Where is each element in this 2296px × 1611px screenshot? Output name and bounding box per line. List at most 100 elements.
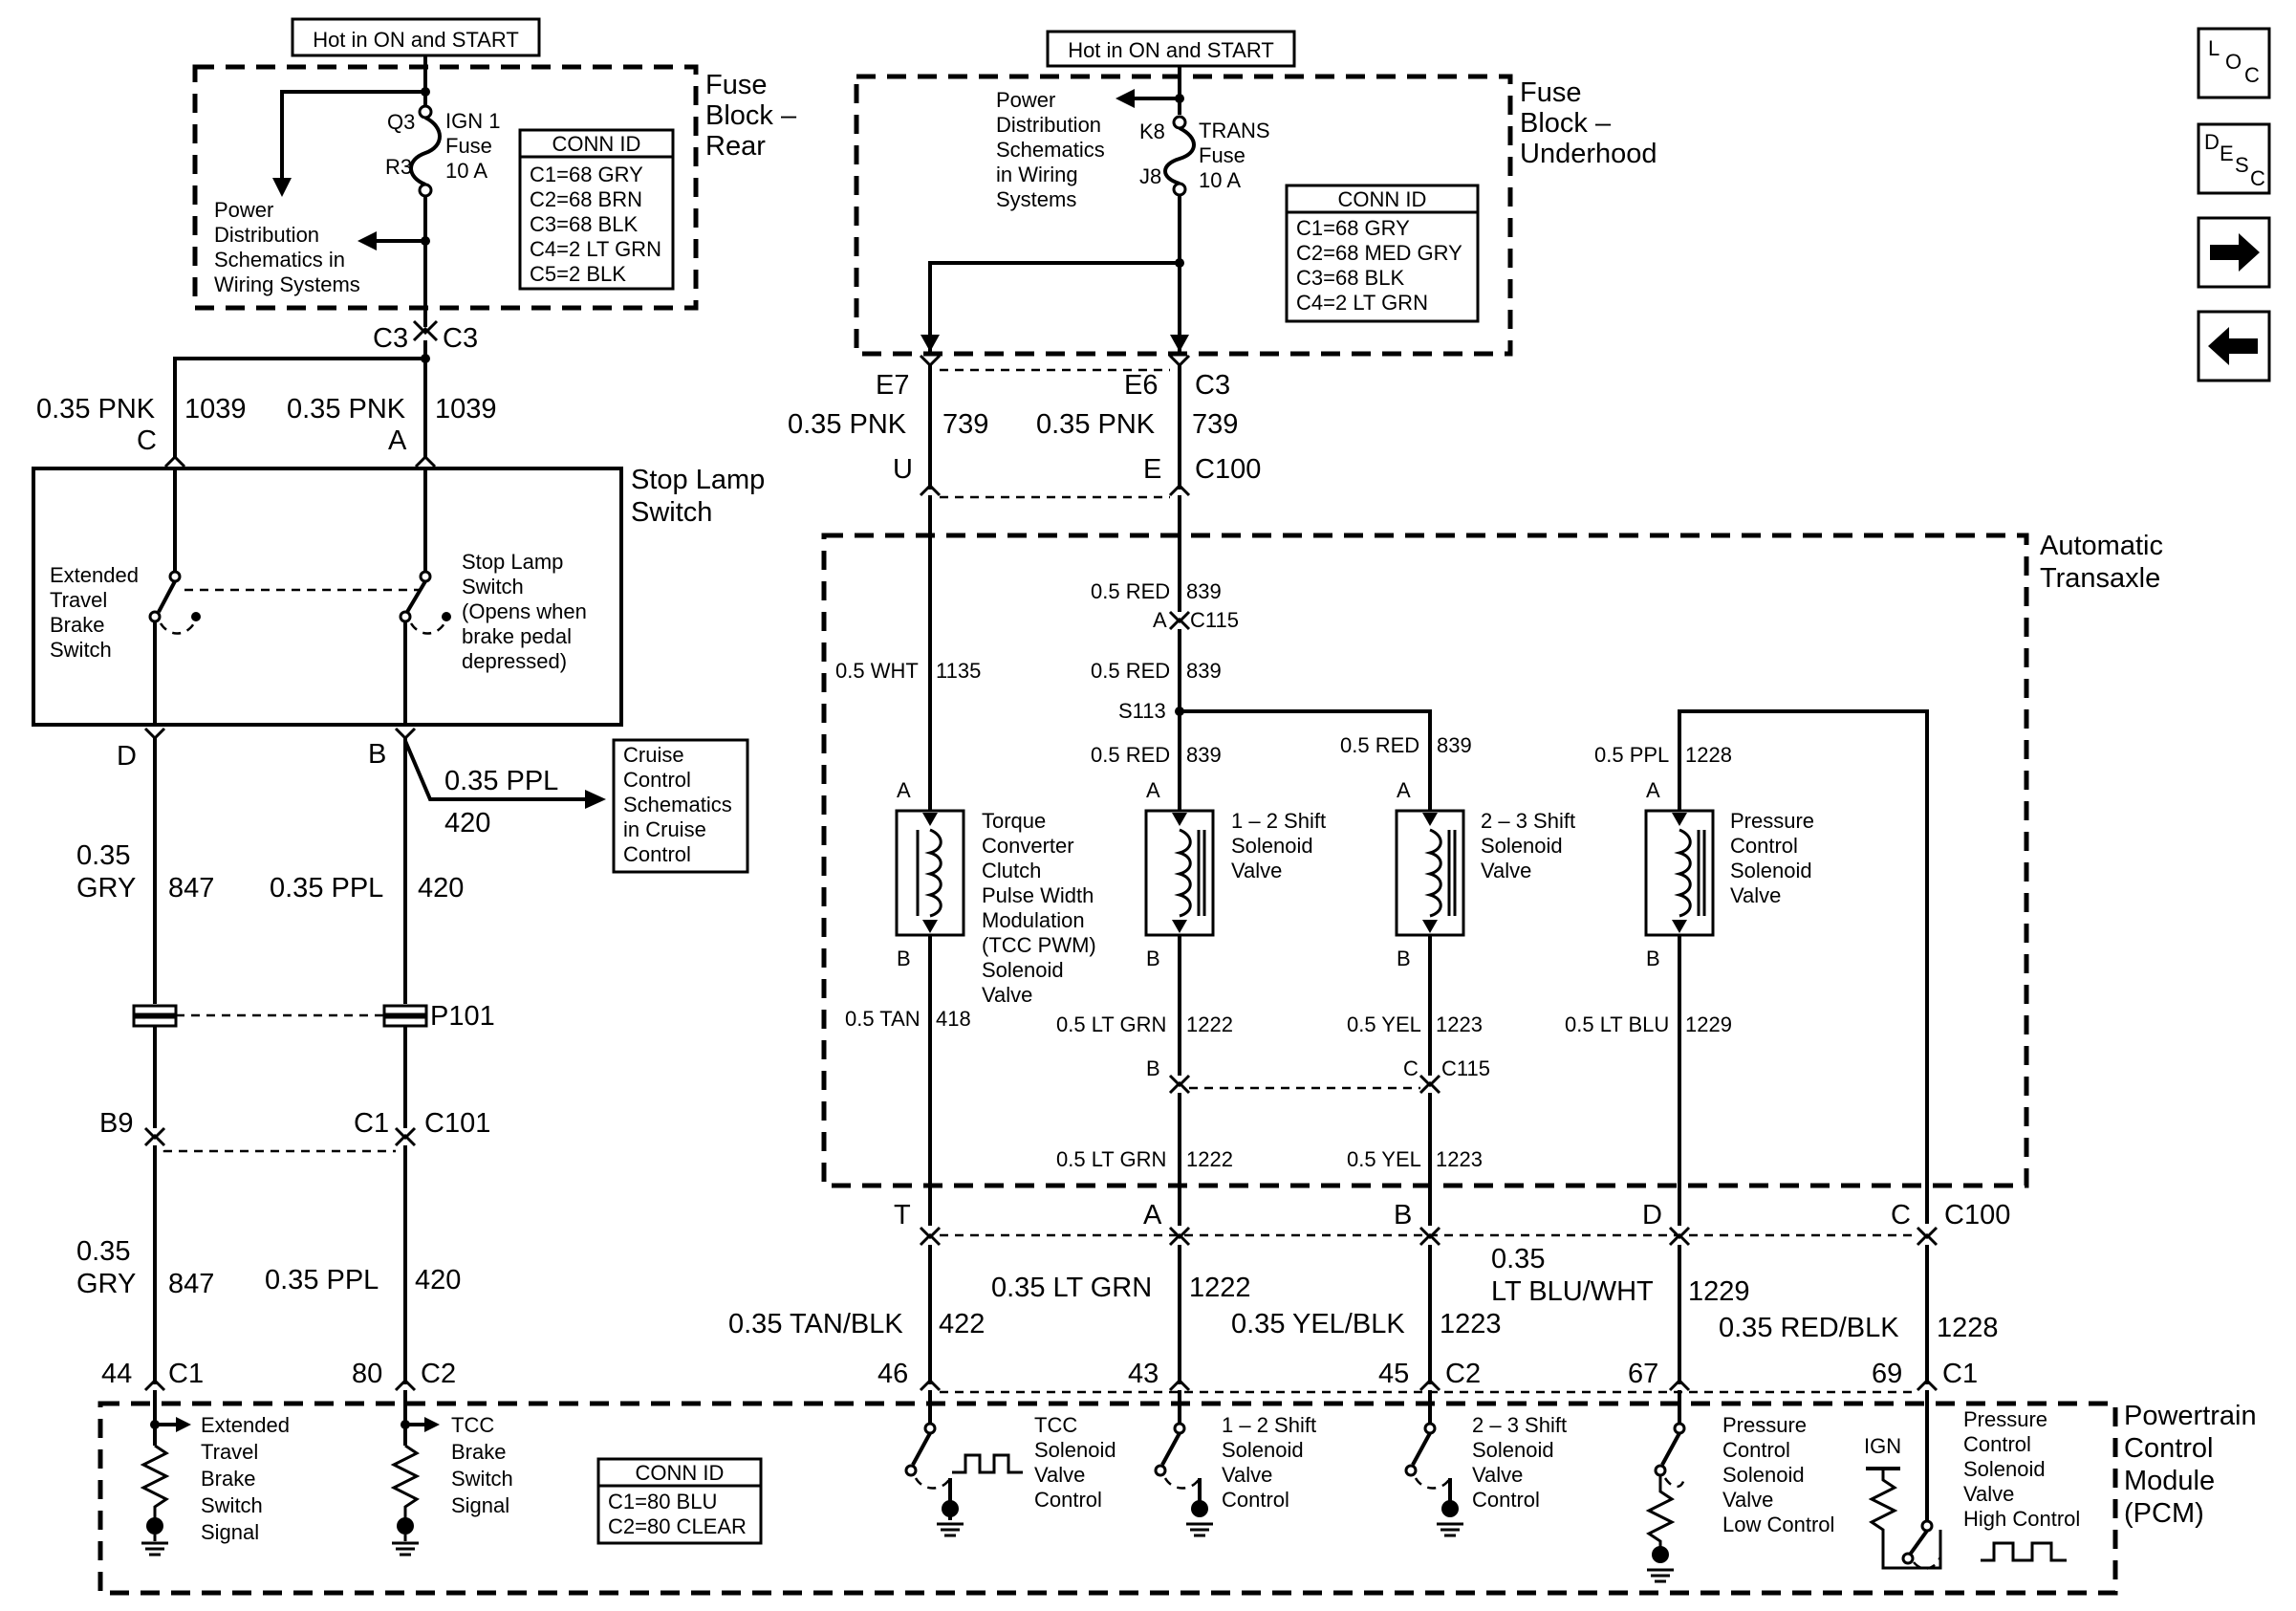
pcm-tan: 0.35 TAN/BLK bbox=[728, 1309, 903, 1339]
rear-conn-id-3: C3=68 BLK bbox=[530, 212, 638, 236]
tcc-signal-2: Brake bbox=[451, 1440, 506, 1464]
pcm-title-2: Control bbox=[2124, 1433, 2214, 1464]
uh-conn-id-3: C3=68 BLK bbox=[1296, 266, 1404, 290]
ltgrn2-1222: 0.5 LT GRN bbox=[1056, 1147, 1166, 1171]
fuse-k8-terminal bbox=[1172, 115, 1187, 130]
ltgrn2-1222-circuit: 1222 bbox=[1186, 1147, 1233, 1171]
prev-button[interactable] bbox=[2197, 310, 2271, 382]
ltgrn-1222-circuit: 1222 bbox=[1186, 1012, 1233, 1036]
wire-c-circuit: 1039 bbox=[184, 394, 247, 425]
pcm-module: Powertrain Control Module (PCM) Extended… bbox=[97, 1390, 2257, 1596]
wht-1135: 0.5 WHT bbox=[835, 659, 919, 683]
fuse-block-rear-title-2: Block – bbox=[705, 100, 797, 131]
fuse-block-rear-title-1: Fuse bbox=[705, 70, 767, 100]
pc-low-resistor-icon bbox=[1645, 1475, 1676, 1547]
loc-button-frame[interactable] bbox=[2197, 27, 2271, 99]
s12-label-1: 1 – 2 Shift bbox=[1231, 809, 1326, 833]
wire-d2-color-2: GRY bbox=[76, 1269, 136, 1299]
pcm-red-circuit: 1228 bbox=[1937, 1313, 1999, 1343]
tcc-solenoid bbox=[895, 809, 965, 1226]
pc-label-2: Control bbox=[1730, 834, 1798, 858]
rear-power-dist-arrow-down bbox=[272, 178, 292, 197]
ltgrn-1222: 0.5 LT GRN bbox=[1056, 1012, 1166, 1036]
hot-label-box-right bbox=[1046, 30, 1296, 68]
ext-signal-1: Extended bbox=[201, 1413, 290, 1437]
e6-arrow bbox=[1170, 335, 1189, 352]
pin-69-connector bbox=[1916, 1378, 1939, 1392]
desc-letter-s: S bbox=[2235, 153, 2249, 177]
p101-right-bottom bbox=[382, 1015, 428, 1028]
e6-connector bbox=[1168, 354, 1191, 368]
s23-label-2: Solenoid bbox=[1481, 834, 1563, 858]
pcm-ltblu: LT BLU/WHT bbox=[1491, 1276, 1654, 1307]
wire-a-circuit: 1039 bbox=[435, 394, 497, 425]
e-connector bbox=[1168, 483, 1191, 497]
e7-connector bbox=[919, 354, 942, 368]
c100-bottom-label: C100 bbox=[1944, 1200, 2010, 1230]
underhood-power-dist-arrow bbox=[1116, 89, 1135, 108]
uh-conn-id-box bbox=[1285, 184, 1480, 323]
tcc-signal-3: Switch bbox=[451, 1467, 513, 1491]
loc-button[interactable]: L O C bbox=[2197, 27, 2271, 99]
desc-button-frame[interactable] bbox=[2197, 122, 2271, 195]
ext-signal-4: Switch bbox=[201, 1493, 263, 1517]
pin-69-conn: C1 bbox=[1942, 1359, 1978, 1389]
c100-b: B bbox=[1394, 1200, 1412, 1230]
p101-left-top bbox=[132, 1004, 178, 1016]
ppl-1228-circuit: 1228 bbox=[1685, 743, 1732, 767]
stop-lamp-circuit: C3 C3 0.35 PNK 1039 C 0.35 PNK 1039 A St… bbox=[32, 319, 765, 1392]
sl-switch-blade bbox=[405, 579, 427, 614]
s23-ctrl-1: 2 – 3 Shift bbox=[1472, 1413, 1567, 1437]
shift-23-solenoid bbox=[1395, 809, 1465, 1076]
c3-underhood-label: C3 bbox=[1195, 370, 1230, 401]
desc-button[interactable]: D E S C bbox=[2197, 122, 2271, 195]
rear-conn-id-1: C1=68 GRY bbox=[530, 163, 643, 186]
loc-letter-o: O bbox=[2225, 50, 2242, 74]
tcc-label-6: (TCC PWM) bbox=[982, 933, 1096, 957]
pcm-ext-input-arrow bbox=[176, 1417, 191, 1432]
s12-pin-b: B bbox=[1146, 947, 1160, 970]
pin-44-conn: C1 bbox=[168, 1359, 204, 1389]
uh-conn-id-1: C1=68 GRY bbox=[1296, 216, 1410, 240]
pin-80: 80 bbox=[352, 1359, 382, 1389]
pin-43: 43 bbox=[1128, 1359, 1159, 1389]
b9-label: B9 bbox=[99, 1108, 133, 1139]
arrow-left-icon bbox=[2208, 327, 2258, 365]
c115-b-bottom bbox=[1168, 1080, 1191, 1095]
trans-feed: E7 E6 C3 0.35 PNK 739 0.35 PNK 739 U E C… bbox=[788, 354, 1261, 499]
pc-low-2: Control bbox=[1722, 1438, 1790, 1462]
next-button[interactable] bbox=[2197, 216, 2271, 289]
pc-high-arc bbox=[1913, 1556, 1942, 1570]
ext-switch-contact-top bbox=[168, 570, 182, 583]
fuse-r3-terminal bbox=[418, 183, 433, 198]
pin-67-connector bbox=[1668, 1378, 1691, 1392]
pin-c-connector bbox=[163, 454, 186, 468]
red-839-b: 0.5 RED bbox=[1091, 659, 1170, 683]
c115-c-bottom bbox=[1419, 1080, 1441, 1095]
pc-low-blade bbox=[1660, 1432, 1681, 1466]
splice-1039 bbox=[421, 354, 430, 363]
tcc-signal-4: Signal bbox=[451, 1493, 509, 1517]
s12-driver-contact-left bbox=[1154, 1464, 1167, 1477]
ign1-fuse-icon bbox=[409, 116, 442, 186]
pc-solenoid-arrow-bottom bbox=[1672, 920, 1687, 933]
tcc-driver-blade bbox=[911, 1432, 932, 1466]
uh-conn-id-4: C4=2 LT GRN bbox=[1296, 291, 1428, 315]
wire-b-color: 0.35 PPL bbox=[270, 873, 383, 903]
rear-power-dist-3: Schematics in bbox=[214, 248, 345, 272]
pcm-wires: 0.35 LT GRN 1222 0.35 LT BLU/WHT 1229 0.… bbox=[728, 1244, 1999, 1394]
sl-switch-link-arc bbox=[409, 619, 448, 635]
tcc-label-7: Solenoid bbox=[982, 958, 1064, 982]
cruise-branch-wire bbox=[403, 740, 591, 801]
red-839-d: 0.5 RED bbox=[1340, 733, 1419, 757]
ign-label: IGN bbox=[1864, 1434, 1901, 1458]
trans-fuse-label-3: 10 A bbox=[1199, 168, 1241, 192]
sl-switch-label-3: (Opens when bbox=[462, 599, 587, 623]
s23-pin-b: B bbox=[1397, 947, 1411, 970]
pc-low-4: Valve bbox=[1722, 1488, 1773, 1512]
rear-conn-id-5: C5=2 BLK bbox=[530, 262, 626, 286]
pcm-ext-ground-dot bbox=[146, 1517, 163, 1535]
red-839-c: 0.5 RED bbox=[1091, 743, 1170, 767]
pin-a: A bbox=[388, 425, 407, 456]
pin-46-connector bbox=[919, 1378, 942, 1392]
